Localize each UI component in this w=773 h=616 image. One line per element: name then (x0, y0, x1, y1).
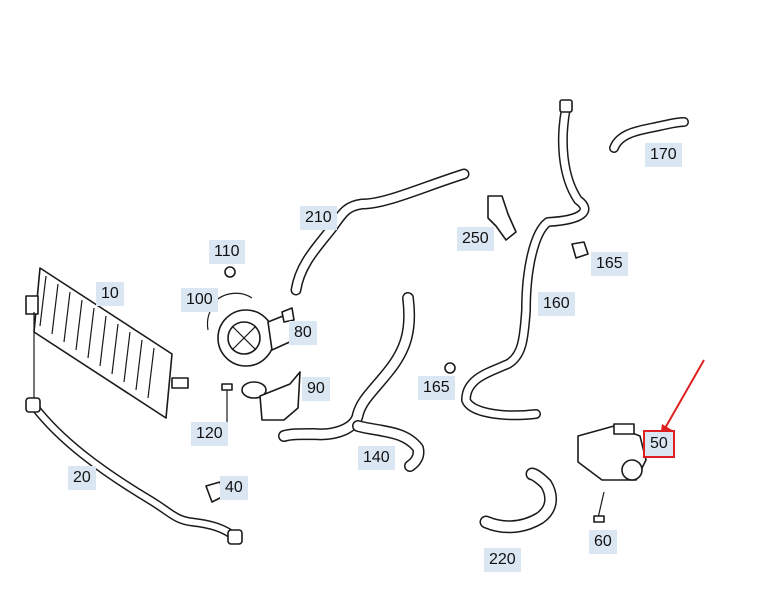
callout-140[interactable]: 140 (358, 446, 395, 470)
pointer-arrow (660, 359, 705, 438)
part-20-hose (25, 397, 243, 545)
callout-60[interactable]: 60 (589, 530, 617, 554)
callout-10[interactable]: 10 (96, 282, 124, 306)
callout-90[interactable]: 90 (302, 377, 330, 401)
part-160-pipe (461, 99, 590, 421)
callout-165-upper[interactable]: 165 (591, 252, 628, 276)
part-110-bolt (224, 266, 236, 278)
callout-40[interactable]: 40 (220, 476, 248, 500)
callout-100[interactable]: 100 (181, 288, 218, 312)
callout-50-highlighted[interactable]: 50 (643, 430, 675, 458)
part-10-radiator (25, 267, 189, 419)
callout-220[interactable]: 220 (484, 548, 521, 572)
part-80-pump (217, 307, 295, 367)
part-165-clip-b (444, 362, 456, 374)
callout-160[interactable]: 160 (538, 292, 575, 316)
part-120-bolt (221, 381, 267, 426)
callout-110[interactable]: 110 (209, 240, 245, 264)
callout-250[interactable]: 250 (457, 227, 494, 251)
callout-20[interactable]: 20 (68, 466, 96, 490)
part-60-bolt (593, 491, 605, 523)
callout-165-lower[interactable]: 165 (418, 376, 455, 400)
part-140-hose (278, 292, 425, 472)
callout-210[interactable]: 210 (300, 206, 337, 230)
callout-120[interactable]: 120 (191, 422, 228, 446)
callout-80[interactable]: 80 (289, 321, 317, 345)
part-90-bracket (259, 371, 301, 421)
part-50-thermostat (577, 423, 647, 481)
part-165-clip-a (571, 241, 589, 259)
callout-170[interactable]: 170 (645, 143, 682, 167)
part-210-hose (290, 168, 470, 296)
part-250-bracket (487, 195, 517, 241)
part-220-hose (479, 467, 557, 534)
part-170-hose (609, 117, 689, 153)
